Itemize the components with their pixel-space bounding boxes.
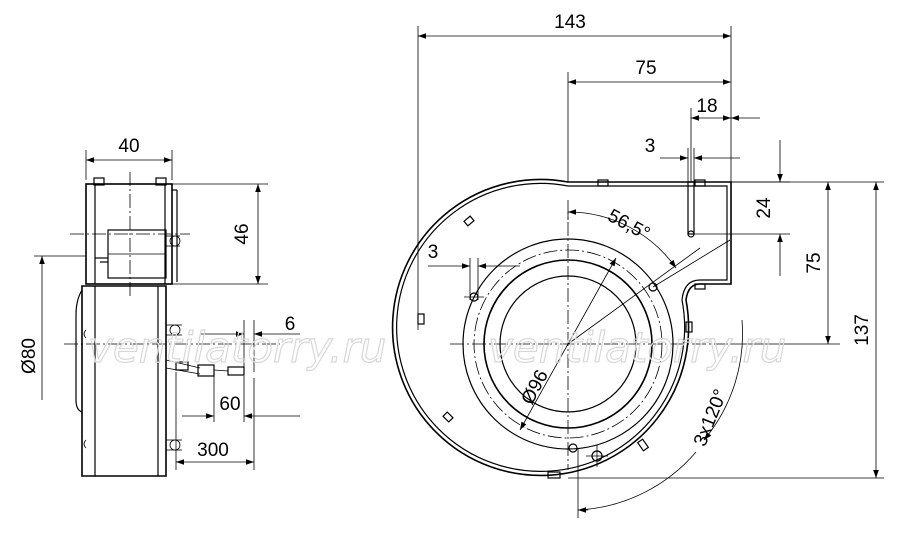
dim-300: 300 <box>197 440 229 461</box>
side-dimensions: 40 46 Ø80 6 60 300 <box>19 136 300 470</box>
dim-18: 18 <box>696 96 717 117</box>
dim-46: 46 <box>232 223 253 244</box>
watermark-right: ventilatorry.ru <box>488 323 786 372</box>
dim-60: 60 <box>219 394 240 415</box>
dim-137: 137 <box>852 314 873 346</box>
dim-24: 24 <box>754 197 775 219</box>
dim-angle: 56,5° <box>604 205 653 244</box>
watermark-left: ventilatorry.ru <box>88 323 386 372</box>
dim-75-right: 75 <box>804 252 825 273</box>
dim-d80: Ø80 <box>19 338 40 374</box>
dim-6: 6 <box>285 314 296 335</box>
dim-143: 143 <box>554 12 586 33</box>
dim-3-left: 3 <box>428 242 439 263</box>
dim-40: 40 <box>118 136 139 157</box>
dim-d96: Ø96 <box>517 367 552 409</box>
dim-3-top: 3 <box>645 136 656 157</box>
front-dimensions: 143 75 18 3 24 75 137 56, <box>417 12 884 518</box>
dim-3x120: 3x120° <box>690 386 732 449</box>
dim-75-top: 75 <box>635 58 656 79</box>
